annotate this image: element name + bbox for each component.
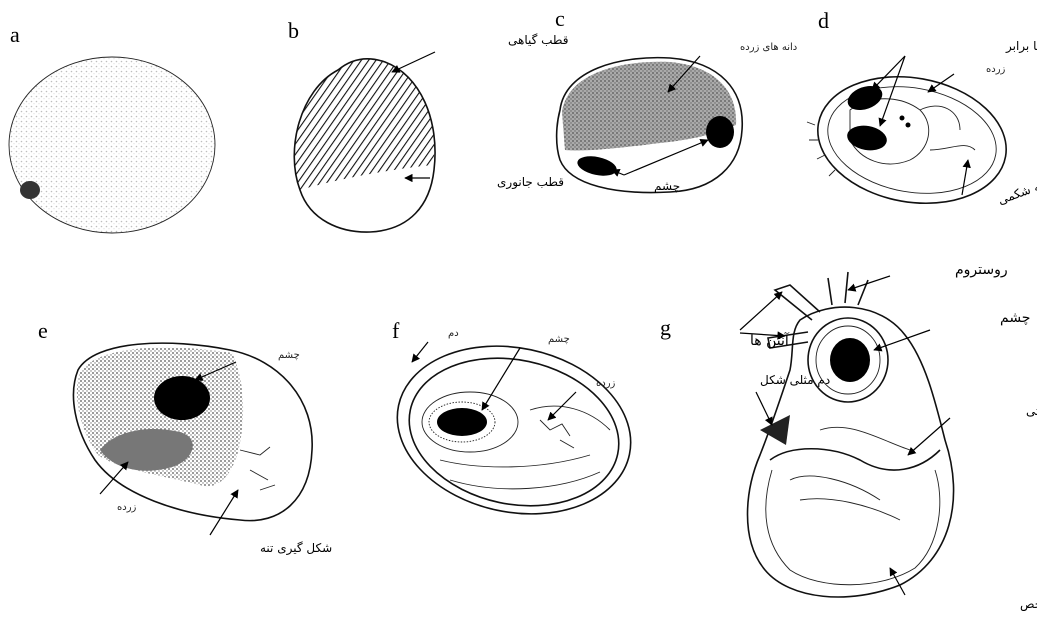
panel-e-letter: e [38, 318, 48, 343]
larva-g-rostrum [828, 272, 868, 305]
label-rostrum: روستروم [955, 262, 1008, 278]
label-body-formation: شکل گیری تنه [260, 541, 332, 556]
label-yolk-e: زرده [117, 502, 137, 513]
panel-b: b قطب گیاهی قطب جانوری [288, 18, 569, 232]
label-eye-e: چشم [278, 350, 300, 361]
label-triangular-tail: دم مثلی شکل [760, 373, 830, 387]
panel-d: d جنین با چشم نا برابر زرده ناحیه شکمی [807, 8, 1037, 218]
panel-c-letter: c [555, 6, 565, 31]
egg-c-eye-left [576, 153, 619, 179]
panel-b-letter: b [288, 18, 299, 43]
label-animal-pole: قطب جانوری [497, 175, 564, 190]
label-embryo-unequal-eyes: جنین با چشم نا برابر [1005, 39, 1037, 54]
egg-d-eye-lower [845, 123, 889, 154]
label-tail-f: دم [448, 328, 459, 339]
egg-b-vegetal-hemisphere [294, 59, 434, 190]
panel-g: g روستروم آنتن ها چشم دم مثلی شکل پاهای … [660, 262, 1037, 612]
panel-a-letter: a [10, 22, 20, 47]
panel-g-letter: g [660, 315, 671, 340]
egg-e-eye [154, 376, 210, 420]
egg-a-dark-spot [20, 181, 40, 199]
panel-d-letter: d [818, 8, 829, 33]
label-eye-c: چشم [654, 179, 680, 193]
panel-e: e چشم زرده شکل گیری تنه [38, 318, 332, 556]
panel-f-letter: f [392, 318, 400, 343]
egg-f-eye [437, 408, 487, 436]
label-vegetal-pole: قطب گیاهی [508, 33, 569, 47]
label-yolk-f: زرده [596, 378, 616, 389]
larva-g-antenna-upper [775, 285, 820, 320]
label-eye-f: چشم [548, 334, 570, 345]
label-curved-body: بدن خمیده با بخش های نامشخص [1020, 597, 1037, 612]
egg-c-eye-right [706, 116, 734, 148]
label-yolk-d: زرده [986, 64, 1006, 75]
egg-d-outline [808, 62, 1017, 217]
larva-g-eye [830, 338, 870, 382]
panel-f: f دم چشم زرده [382, 318, 647, 535]
larva-g-tail [760, 415, 790, 445]
panel-a: a [9, 22, 215, 233]
label-ventral-region: ناحیه شکمی [996, 173, 1037, 207]
label-locomotor-legs: پاهای حرکتی [1026, 404, 1037, 419]
panel-c: c دانه های زرده چشم [555, 6, 797, 193]
label-yolk-granules: دانه های زرده [740, 42, 797, 53]
label-eye-g: چشم [1000, 310, 1030, 326]
